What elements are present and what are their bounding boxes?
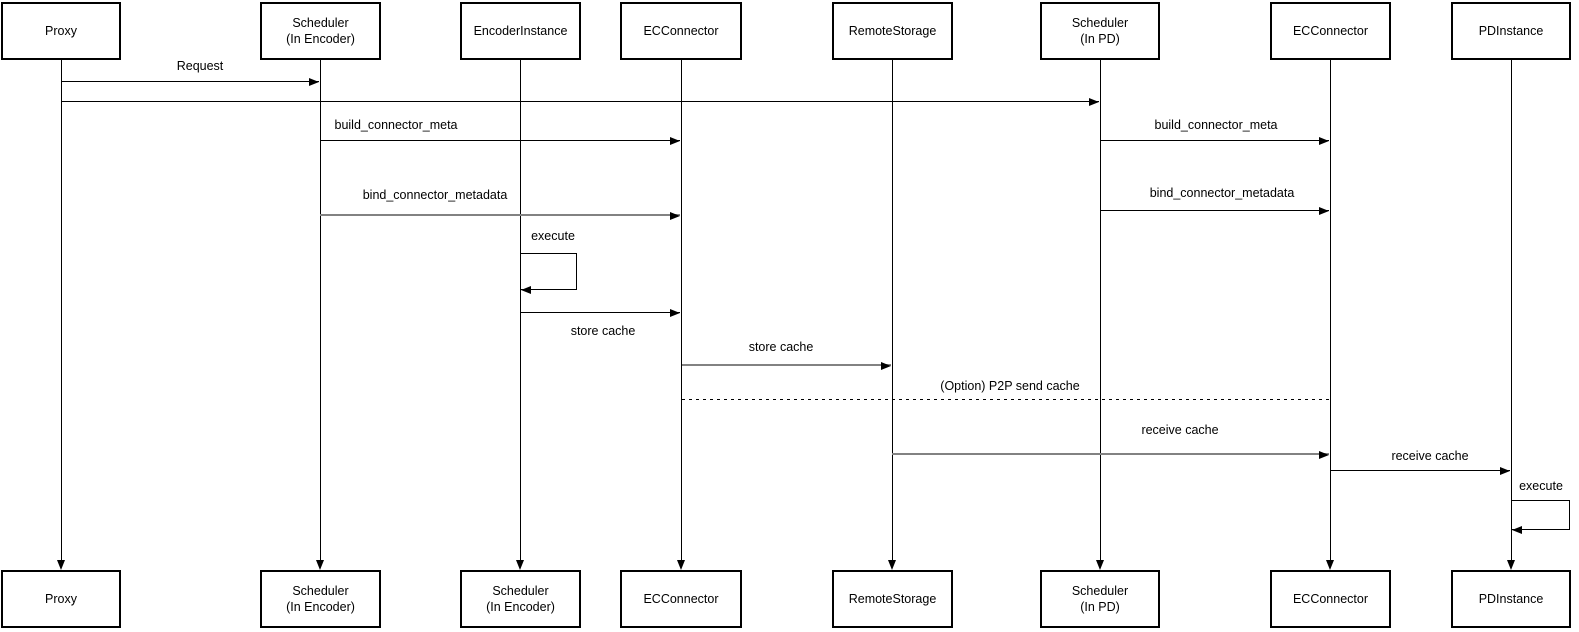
participant-label-line: Scheduler: [292, 16, 349, 30]
message-store-cache-to-remotestorage-label: store cache: [747, 340, 815, 354]
loop-execute-encoder-label: execute: [530, 229, 576, 243]
participant-ecconnector-left-bottom-box: ECConnector: [620, 570, 742, 628]
message-receive-cache-to-pdinstance-line: [1331, 470, 1510, 471]
lifeline-end-arrowhead-icon: [1506, 560, 1515, 570]
lifeline-end-arrowhead-icon: [56, 560, 65, 570]
message-store-cache-to-ecconnector-label: store cache: [569, 324, 637, 338]
lifeline-end-arrowhead-icon: [887, 560, 896, 570]
message-bind-connector-metadata-encoder-arrowhead-icon: [670, 211, 680, 220]
participant-label-line: EncoderInstance: [473, 24, 568, 38]
message-store-cache-to-ecconnector-line: [520, 312, 680, 313]
message-bind-connector-metadata-encoder-label: bind_connector_metadata: [361, 188, 509, 202]
message-store-cache-to-remotestorage-line: [682, 364, 891, 366]
participant-label-line: Scheduler: [1071, 584, 1129, 598]
participant-label-line: Scheduler: [492, 584, 549, 598]
message-proxy-to-pd-scheduler-arrowhead-icon: [1089, 97, 1099, 106]
participant-pdinstance-lifeline: [1510, 60, 1512, 561]
message-bind-connector-metadata-encoder-line: [320, 214, 680, 216]
participant-label-line: (In PD): [1080, 32, 1120, 46]
participant-label-line: ECConnector: [1292, 592, 1369, 606]
message-receive-cache-to-ecconnector-label: receive cache: [1140, 423, 1220, 437]
message-receive-cache-to-ecconnector-line: [892, 453, 1329, 455]
participant-label-line: (In PD): [1080, 600, 1120, 614]
participant-encoder-instance-lifeline: [519, 60, 521, 561]
lifeline-end-arrowhead-icon: [1325, 560, 1334, 570]
participant-label-line: ECConnector: [1292, 24, 1369, 38]
message-proxy-to-pd-scheduler-line: [61, 101, 1099, 102]
participant-scheduler-encoder-lifeline: [319, 60, 321, 561]
participant-proxy-top-box: Proxy: [1, 2, 121, 60]
participant-label-line: Scheduler: [1071, 16, 1129, 30]
lifeline-end-arrowhead-icon: [676, 560, 685, 570]
participant-remote-storage-top-box: RemoteStorage: [832, 2, 953, 60]
message-option-p2p-send-cache-label: (Option) P2P send cache: [939, 379, 1081, 393]
message-request-line: [61, 81, 319, 82]
loop-execute-pd-arrowhead-icon: [1512, 525, 1522, 534]
participant-encoder-instance-bottom-box: Scheduler (In Encoder): [460, 570, 581, 628]
message-bind-connector-metadata-pd-line: [1100, 210, 1329, 211]
message-bind-connector-metadata-pd-arrowhead-icon: [1319, 206, 1329, 215]
message-receive-cache-to-pdinstance-arrowhead-icon: [1500, 466, 1510, 475]
participant-encoder-instance-top-box: EncoderInstance: [460, 2, 581, 60]
participant-scheduler-encoder-top-box: Scheduler (In Encoder): [260, 2, 381, 60]
participant-label-line: ECConnector: [643, 24, 719, 38]
participant-ecconnector-left-lifeline: [680, 60, 682, 561]
participant-ecconnector-right-bottom-box: ECConnector: [1270, 570, 1391, 628]
participant-label-line: PDInstance: [1478, 592, 1544, 606]
message-build-connector-meta-encoder-line: [320, 140, 680, 141]
participant-label-line: ECConnector: [643, 592, 719, 606]
participant-proxy-lifeline: [60, 60, 62, 561]
participant-label-line: (In Encoder): [286, 32, 355, 46]
message-build-connector-meta-encoder-label: build_connector_meta: [333, 118, 459, 132]
participant-label-line: RemoteStorage: [848, 592, 937, 606]
message-request-arrowhead-icon: [309, 77, 319, 86]
participant-scheduler-pd-top-box: Scheduler (In PD): [1040, 2, 1160, 60]
message-build-connector-meta-encoder-arrowhead-icon: [670, 136, 680, 145]
participant-scheduler-encoder-bottom-box: Scheduler (In Encoder): [260, 570, 381, 628]
participant-remote-storage-lifeline: [891, 60, 893, 561]
message-receive-cache-to-pdinstance-label: receive cache: [1390, 449, 1470, 463]
message-build-connector-meta-pd-arrowhead-icon: [1319, 136, 1329, 145]
participant-label-line: PDInstance: [1478, 24, 1544, 38]
participant-label-line: RemoteStorage: [848, 24, 937, 38]
loop-execute-pd-label: execute: [1518, 479, 1564, 493]
participant-label-line: Proxy: [45, 592, 77, 606]
loop-execute-encoder-arrowhead-icon: [521, 285, 531, 294]
loop-execute-pd-rect: [1511, 500, 1570, 530]
message-store-cache-to-ecconnector-arrowhead-icon: [670, 308, 680, 317]
participant-ecconnector-right-lifeline: [1329, 60, 1331, 561]
message-build-connector-meta-pd-line: [1100, 140, 1329, 141]
participant-scheduler-pd-bottom-box: Scheduler (In PD): [1040, 570, 1160, 628]
message-request-label: Request: [175, 59, 225, 73]
participant-label-line: Proxy: [45, 24, 77, 38]
message-build-connector-meta-pd-label: build_connector_meta: [1153, 118, 1279, 132]
participant-label-line: (In Encoder): [486, 600, 555, 614]
message-option-p2p-send-cache-line: [682, 399, 1330, 400]
loop-execute-encoder-rect: [520, 253, 577, 290]
participant-label-line: Scheduler: [292, 584, 349, 598]
participant-pdinstance-bottom-box: PDInstance: [1451, 570, 1571, 628]
message-store-cache-to-remotestorage-arrowhead-icon: [881, 361, 891, 370]
message-bind-connector-metadata-pd-label: bind_connector_metadata: [1148, 186, 1296, 200]
participant-proxy-bottom-box: Proxy: [1, 570, 121, 628]
participant-ecconnector-right-top-box: ECConnector: [1270, 2, 1391, 60]
participant-scheduler-pd-lifeline: [1099, 60, 1101, 561]
participant-label-line: (In Encoder): [286, 600, 355, 614]
participant-remote-storage-bottom-box: RemoteStorage: [832, 570, 953, 628]
lifeline-end-arrowhead-icon: [315, 560, 324, 570]
participant-pdinstance-top-box: PDInstance: [1451, 2, 1571, 60]
message-receive-cache-to-ecconnector-arrowhead-icon: [1319, 450, 1329, 459]
lifeline-end-arrowhead-icon: [515, 560, 524, 570]
lifeline-end-arrowhead-icon: [1095, 560, 1104, 570]
participant-ecconnector-left-top-box: ECConnector: [620, 2, 742, 60]
